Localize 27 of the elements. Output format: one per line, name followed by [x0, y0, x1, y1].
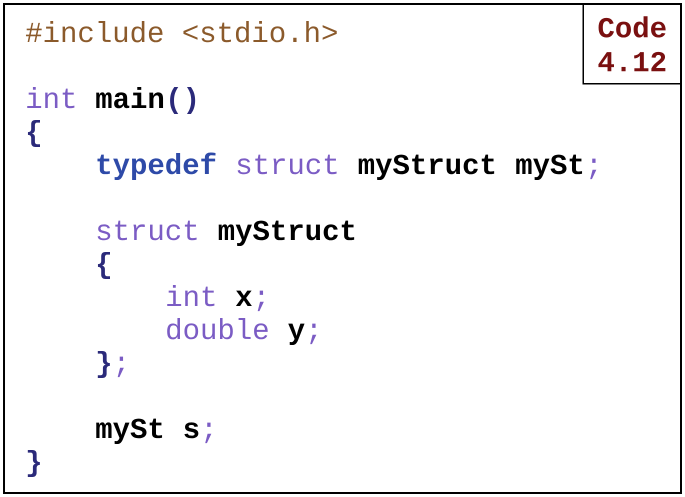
code-text: int: [167, 284, 214, 306]
listing-number-box: Code 4.12: [582, 3, 682, 84]
code-text: mySt: [96, 418, 162, 444]
code-text: mySt: [516, 154, 582, 180]
code-text: #include <stdio.h>: [26, 20, 337, 42]
code-text: int: [27, 86, 74, 108]
code-frame: [3, 3, 682, 494]
code-text: x: [236, 290, 252, 306]
code-text: (): [170, 86, 196, 114]
code-text: myStruct: [218, 220, 354, 246]
code-text: ;: [310, 324, 316, 344]
code-text: }: [98, 350, 110, 378]
code-text: ;: [258, 290, 264, 312]
code-text: myStruct: [358, 154, 494, 180]
code-text: y: [288, 324, 305, 345]
code-text: {: [98, 252, 110, 279]
code-text: ;: [590, 158, 596, 180]
code-text: struct: [238, 154, 337, 174]
code-text: }: [28, 450, 40, 477]
code-text: s: [184, 422, 198, 438]
code-text: ;: [118, 356, 124, 378]
code-text: {: [28, 120, 40, 147]
code-text: main: [96, 86, 164, 108]
code-text: typedef: [97, 152, 216, 180]
code-text: double: [167, 318, 268, 340]
code-text: struct: [98, 220, 197, 240]
code-text: ;: [205, 422, 212, 444]
